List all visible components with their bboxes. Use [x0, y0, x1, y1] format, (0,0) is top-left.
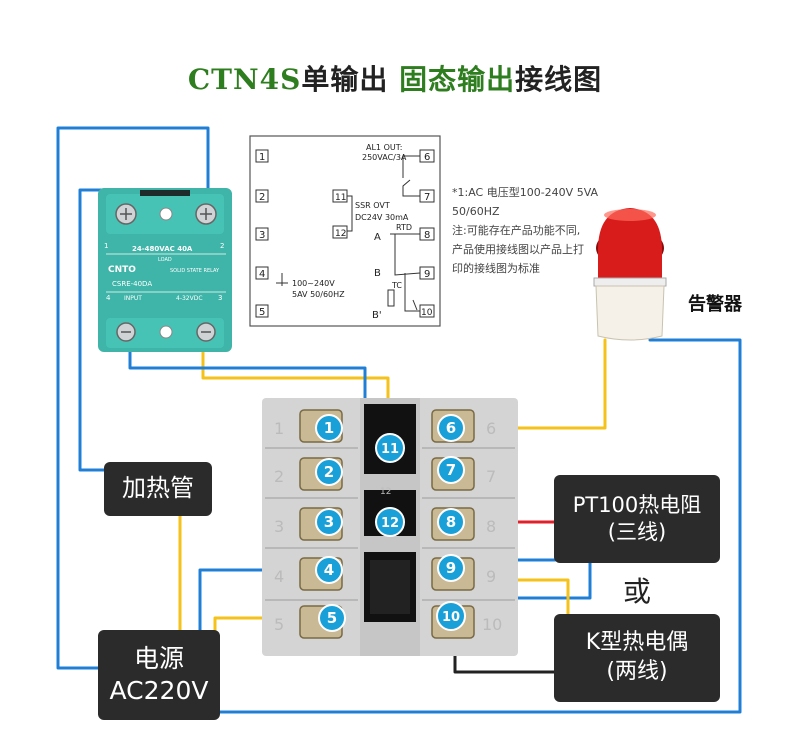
- schem-t1: 1: [259, 152, 265, 163]
- schem-t8: 8: [424, 230, 430, 241]
- title-single-output: 单输出: [301, 63, 400, 96]
- alarm-siren: [593, 208, 667, 341]
- ssr-brand: CNTO: [108, 265, 136, 275]
- terminal-badge-1-label: 1: [324, 419, 334, 437]
- ktc-label-1: K型热电偶: [585, 630, 689, 656]
- page-title: CTN4S单输出 固态输出接线图: [0, 58, 790, 98]
- note-line-4: 产品使用接线图以产品上打: [452, 243, 584, 256]
- or-label: 或: [623, 575, 652, 608]
- terminal-badge-9-label: 9: [446, 559, 456, 577]
- schem-bprime: B': [372, 310, 382, 321]
- note-line-3: 注:可能存在产品功能不同,: [452, 224, 581, 237]
- ssr-rating: 24-480VAC 40A: [132, 245, 193, 253]
- schem-t10: 10: [421, 308, 433, 318]
- terminal-badge-6: 6: [437, 414, 465, 442]
- schem-power-line2: 5AV 50/60HZ: [292, 290, 345, 299]
- ssr-t3: 3: [218, 294, 222, 302]
- pt100-label-1: PT100热电阻: [572, 492, 702, 517]
- svg-text:7: 7: [486, 467, 496, 486]
- ssr-type: SOLID STATE RELAY: [170, 268, 220, 274]
- schem-t6: 6: [424, 152, 430, 163]
- power-label-1: 电源: [133, 643, 184, 673]
- wire-ssr-to-heater: [78, 188, 106, 472]
- svg-text:9: 9: [486, 567, 496, 586]
- wire-ssr-to-power: [56, 126, 210, 670]
- schem-t4: 4: [259, 269, 265, 280]
- ssr-input-voltage: 4-32VDC: [176, 295, 203, 302]
- schem-a: A: [374, 232, 381, 243]
- schem-al1-line2: 250VAC/3A: [362, 153, 407, 162]
- ktc-label-2: (两线): [606, 659, 668, 684]
- schem-power-line1: 100~240V: [292, 279, 335, 288]
- ssr-load: LOAD: [158, 257, 172, 263]
- pt100-box: PT100热电阻 (三线): [554, 475, 720, 563]
- terminal-badge-12-label: 12: [381, 516, 399, 531]
- title-ssr-output: 固态输出: [399, 63, 516, 96]
- heater-label: 加热管: [122, 474, 194, 503]
- schem-ssr-line2: DC24V 30mA: [355, 213, 409, 222]
- terminal-badge-10-label: 10: [442, 610, 460, 625]
- svg-text:4: 4: [274, 567, 284, 586]
- schem-t2: 2: [259, 192, 265, 203]
- terminal-badge-5-label: 5: [327, 609, 337, 627]
- terminal-badge-8: 8: [437, 508, 465, 536]
- terminal-badge-4-label: 4: [324, 561, 334, 579]
- schematic-diagram: 1 2 3 4 5 6 7 8 9 10 11 12 AL1 OUT: 250V…: [249, 135, 441, 327]
- power-label-2: AC220V: [109, 676, 209, 705]
- terminal-badge-6-label: 6: [446, 419, 456, 437]
- title-wiring: 接线图: [515, 63, 603, 96]
- terminal-badge-7-label: 7: [446, 461, 456, 479]
- terminal-badge-10: 10: [436, 601, 466, 631]
- schem-t7: 7: [424, 192, 430, 203]
- svg-text:8: 8: [486, 517, 496, 536]
- schem-t5: 5: [259, 307, 265, 318]
- heater-box: 加热管: [104, 462, 212, 516]
- terminal-badge-2: 2: [315, 458, 343, 486]
- ssr-model: CSRE-40DA: [112, 280, 152, 288]
- k-thermocouple-box: K型热电偶 (两线): [554, 614, 720, 702]
- terminal-badge-3-label: 3: [324, 513, 334, 531]
- schem-ssr-line1: SSR OVT: [355, 201, 390, 210]
- schem-b: B: [374, 268, 381, 279]
- svg-text:1: 1: [274, 419, 284, 438]
- terminal-badge-8-label: 8: [446, 513, 456, 531]
- terminal-badge-2-label: 2: [324, 463, 334, 481]
- terminal-badge-11-label: 11: [381, 442, 399, 457]
- ssr-t4: 4: [106, 294, 111, 302]
- pt100-label-2: (三线): [607, 520, 667, 544]
- solid-state-relay: 24-480VAC 40A LOAD CNTO SOLID STATE RELA…: [98, 188, 232, 352]
- ssr-t1: 1: [104, 242, 108, 250]
- schem-t11: 11: [335, 193, 346, 203]
- power-box: 电源 AC220V: [98, 630, 220, 720]
- notes: *1:AC 电压型100-240V 5VA 50/60HZ 注:可能存在产品功能…: [452, 183, 622, 278]
- terminal-badge-11: 11: [375, 433, 405, 463]
- schem-t9: 9: [424, 269, 430, 280]
- svg-text:3: 3: [274, 517, 284, 536]
- terminal-badge-1: 1: [315, 414, 343, 442]
- schem-t3: 3: [259, 230, 265, 241]
- terminal-badge-12: 12: [375, 507, 405, 537]
- alarm-label: 告警器: [688, 294, 742, 315]
- svg-text:6: 6: [486, 419, 496, 438]
- note-line-2: 50/60HZ: [452, 205, 500, 218]
- svg-text:2: 2: [274, 467, 284, 486]
- ssr-t2: 2: [220, 242, 224, 250]
- terminal-badge-9: 9: [437, 554, 465, 582]
- ssr-input: INPUT: [124, 295, 142, 302]
- note-line-1: *1:AC 电压型100-240V 5VA: [452, 186, 599, 199]
- schem-tc: TC: [391, 281, 402, 290]
- svg-text:5: 5: [274, 615, 284, 634]
- terminal-badge-7: 7: [437, 456, 465, 484]
- note-line-5: 印的接线图为标准: [452, 262, 540, 275]
- terminal-badge-5: 5: [318, 604, 346, 632]
- schem-rtd: RTD: [396, 223, 412, 232]
- title-model: CTN4S: [187, 63, 302, 96]
- terminal-badge-4: 4: [315, 556, 343, 584]
- svg-text:10: 10: [482, 615, 502, 634]
- terminal-badge-3: 3: [315, 508, 343, 536]
- schem-t12: 12: [335, 229, 346, 239]
- svg-text:12: 12: [380, 487, 391, 497]
- schem-al1-line1: AL1 OUT:: [366, 143, 402, 152]
